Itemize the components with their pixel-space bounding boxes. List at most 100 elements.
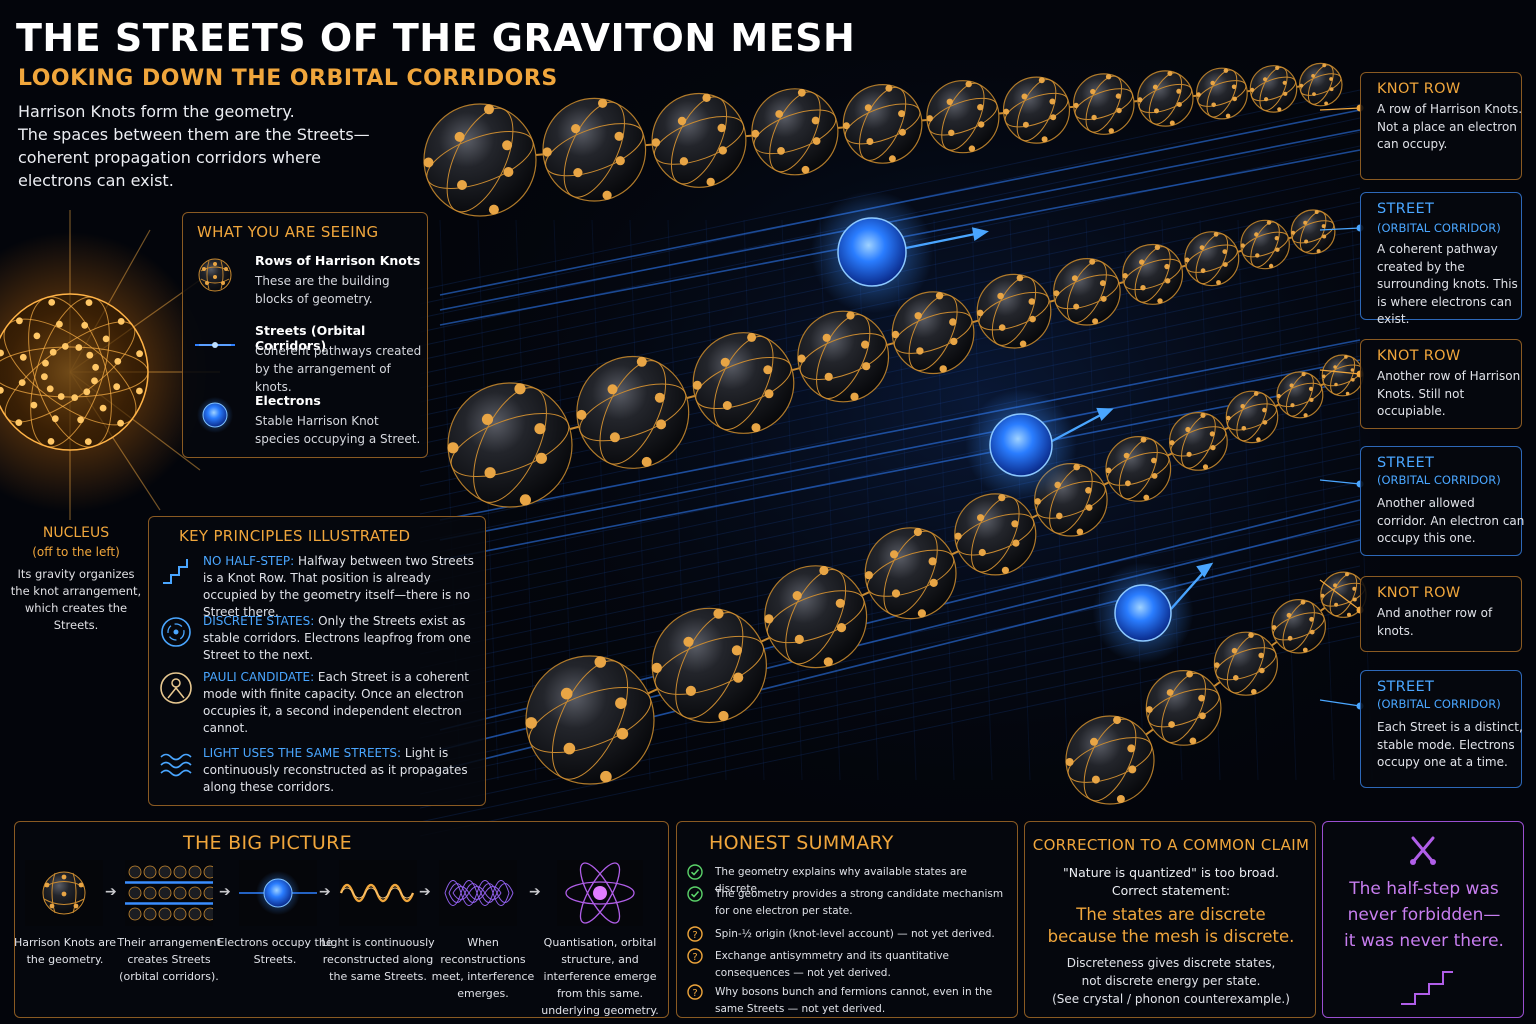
knot-node <box>722 401 732 410</box>
knot-node <box>692 380 702 390</box>
harrison-knot <box>423 103 537 217</box>
knot-strand <box>883 530 938 616</box>
big-picture-heading: THE BIG PICTURE <box>183 832 352 854</box>
correction-statement-line: The states are discrete <box>1076 905 1266 924</box>
knot-node <box>1167 71 1173 76</box>
knot-strand <box>1291 220 1335 244</box>
label-leader-line <box>1319 369 1361 375</box>
harrison-knot <box>651 607 768 724</box>
knot-node <box>1222 249 1228 255</box>
knot-node <box>1116 795 1125 803</box>
knot-node <box>1019 340 1027 348</box>
knot-node <box>1275 247 1280 252</box>
knot-node <box>846 311 855 320</box>
knot-strand <box>928 97 998 136</box>
knot-node <box>935 292 944 300</box>
knot-node <box>1165 278 1171 284</box>
harrison-knot <box>1002 76 1071 144</box>
knot-node <box>1334 602 1339 607</box>
knot-node <box>794 634 804 645</box>
knot-node <box>1146 706 1153 713</box>
side-label-street: STREET (ORBITAL CORRIDOR) Another allowe… <box>1360 446 1524 556</box>
knot-node <box>1344 355 1348 359</box>
question-icon: ? <box>687 948 703 964</box>
knot-node <box>1274 236 1280 241</box>
page-subtitle: LOOKING DOWN THE ORBITAL CORRIDORS <box>18 66 558 91</box>
knot-node <box>1282 80 1287 85</box>
label-leader-line <box>1319 699 1361 707</box>
knot-node <box>1286 612 1292 618</box>
correction-footnote: Discreteness gives discrete states, not … <box>1025 954 1317 1008</box>
discrete-circle-icon <box>161 617 191 647</box>
knot-node <box>1322 63 1327 68</box>
knot-node <box>862 362 871 371</box>
nucleus-node <box>46 385 54 393</box>
knot-node <box>1169 120 1175 126</box>
knot-node <box>891 330 900 339</box>
knot-node <box>1151 457 1157 464</box>
knot-node <box>1287 635 1293 641</box>
street-gridline <box>419 369 1361 571</box>
knot-node <box>1308 386 1314 391</box>
correction-panel: CORRECTION TO A COMMON CLAIM "Nature is … <box>1024 821 1316 1018</box>
knot-node <box>1091 775 1100 784</box>
knot-strand <box>1107 451 1170 486</box>
knot-node <box>1050 114 1057 121</box>
knot-node <box>836 623 847 633</box>
knot-node <box>864 571 874 580</box>
nucleus-node <box>16 317 23 325</box>
knot-node <box>713 608 724 619</box>
street-crossline <box>629 219 651 781</box>
knot-node <box>822 333 831 342</box>
knot-node <box>1275 65 1280 70</box>
knot-node <box>1240 404 1245 409</box>
big-picture-caption: Harrison Knots are the geometry. <box>13 936 117 966</box>
knot-node <box>573 168 583 178</box>
knot-node <box>598 98 608 108</box>
knot-node <box>1334 382 1338 387</box>
summary-text: The geometry provides a strong candidate… <box>715 888 1004 917</box>
nucleus-node <box>61 343 69 350</box>
knot-node <box>1290 403 1295 408</box>
harrison-knot <box>954 493 1037 576</box>
big-picture-caption: When reconstructions meet, interference … <box>431 936 535 1000</box>
knot-node <box>615 156 625 166</box>
question-icon: ? <box>687 984 703 1000</box>
side-label-title: KNOT ROW <box>1377 585 1461 601</box>
knot-node <box>864 104 872 112</box>
half-step-text: The half-step was never forbidden— it wa… <box>1323 876 1525 954</box>
knot-node <box>503 167 514 177</box>
street-crossline <box>1275 219 1297 781</box>
knot-strand <box>1074 88 1133 120</box>
nucleus-lattice-ring <box>0 346 149 398</box>
arrow-head-icon <box>1196 562 1214 578</box>
knot-node <box>1041 136 1048 143</box>
knot-node <box>641 456 652 467</box>
knot-node <box>1034 498 1041 505</box>
knot-strand <box>473 387 547 503</box>
knot-node <box>1016 274 1024 282</box>
half-step-line: it was never there. <box>1344 931 1504 951</box>
knot-node <box>1154 108 1159 114</box>
street-gridline <box>419 621 1361 823</box>
knot-node <box>965 80 972 88</box>
side-label-title: KNOT ROW <box>1377 81 1461 97</box>
intro-line: Harrison Knots form the geometry. <box>18 102 295 121</box>
knot-strand <box>1016 79 1057 142</box>
knot-node <box>1262 407 1267 413</box>
knot-node <box>1289 383 1294 388</box>
knot-node <box>954 532 962 540</box>
knot-strand <box>1148 72 1183 125</box>
knot-node <box>978 121 985 128</box>
nucleus-node <box>30 401 38 409</box>
knot-strand <box>785 569 847 665</box>
knot-node <box>1164 263 1170 270</box>
knot-node <box>898 110 906 118</box>
knot-strand <box>766 590 865 644</box>
arrow-right-icon: ➔ <box>105 884 117 900</box>
knot-node <box>731 645 743 656</box>
knot-node <box>1076 528 1084 536</box>
stairs-icon <box>1401 971 1453 1005</box>
knot-node <box>1116 107 1122 114</box>
legend-item-title: Rows of Harrison Knots <box>255 253 421 268</box>
